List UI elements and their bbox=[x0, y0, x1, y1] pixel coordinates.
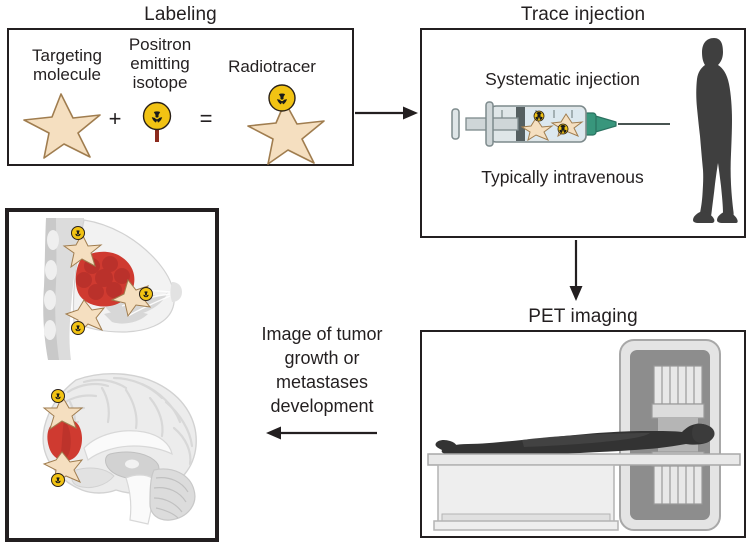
label-systematic-injection: Systematic injection bbox=[485, 69, 640, 89]
lying-person-silhouette bbox=[435, 423, 715, 455]
panel-title-pet-imaging: PET imaging bbox=[528, 306, 638, 327]
label-positron-emitting-isotope: Positron emitting isotope bbox=[128, 35, 192, 92]
brain-sagittal-section-icon bbox=[42, 373, 197, 525]
standing-person-icon bbox=[693, 38, 738, 223]
arrow-trace-to-pet-icon bbox=[569, 240, 583, 301]
arrow-labeling-to-trace-icon bbox=[355, 106, 418, 120]
panel-title-trace-injection: Trace injection bbox=[520, 4, 646, 25]
equals-operator: = bbox=[199, 106, 213, 131]
label-targeting-molecule: Targeting molecule bbox=[32, 46, 102, 84]
breast-cross-section-icon bbox=[43, 218, 182, 360]
caption-image-of-tumor-growth: Image of tumor growth or metastases deve… bbox=[261, 324, 383, 416]
radioactive-isotope-icon bbox=[142, 101, 172, 142]
tumor-mass bbox=[47, 418, 82, 461]
arrow-pet-to-images-icon bbox=[266, 426, 377, 440]
pet-scanner-icon bbox=[427, 339, 741, 531]
syringe-icon bbox=[451, 101, 670, 147]
panel-title-labeling: Labeling bbox=[144, 4, 217, 25]
plus-operator: + bbox=[108, 106, 122, 131]
star-icon bbox=[23, 93, 101, 159]
label-typically-intravenous: Typically intravenous bbox=[481, 167, 644, 187]
label-radiotracer: Radiotracer bbox=[228, 57, 316, 76]
tumor-mass bbox=[75, 251, 135, 307]
radiolabeled-star-icon bbox=[247, 84, 325, 165]
